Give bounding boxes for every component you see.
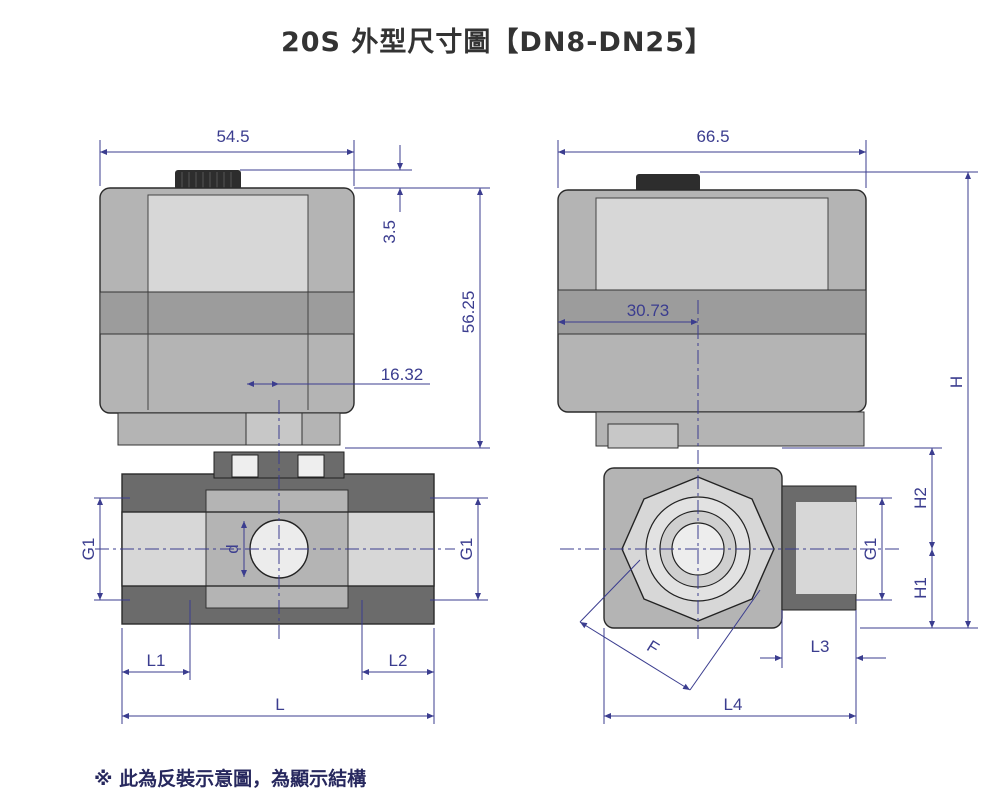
dim-g1-left: G1 <box>79 538 98 561</box>
dim-bore-d: d <box>223 544 242 553</box>
dim-16-32: 16.32 <box>381 365 424 384</box>
dim-56-25: 56.25 <box>459 291 478 334</box>
dim-l2: L2 <box>389 651 408 670</box>
dim-h: H <box>947 376 966 388</box>
dim-f: F <box>643 637 662 659</box>
dim-l: L <box>275 695 284 714</box>
right-valve-body <box>603 467 857 629</box>
dim-l1: L1 <box>147 651 166 670</box>
structure-note: ※ 此為反裝示意圖，為顯示結構 <box>94 768 367 790</box>
left-view: 54.5 3.5 56.25 16.32 G1 G1 d L1 L2 L <box>79 127 490 724</box>
dim-h1: H1 <box>911 577 930 599</box>
dim-66-5: 66.5 <box>696 127 729 146</box>
left-valve-body <box>121 451 435 625</box>
right-actuator <box>557 174 867 449</box>
dim-h2: H2 <box>911 487 930 509</box>
dim-54-5: 54.5 <box>216 127 249 146</box>
dim-g1-right: G1 <box>457 538 476 561</box>
right-view: 66.5 30.73 H H2 H1 G1 F L3 L4 <box>557 127 978 724</box>
dim-g1-right-view: G1 <box>861 538 880 561</box>
dim-l4: L4 <box>724 695 743 714</box>
dim-30-73: 30.73 <box>627 301 670 320</box>
dim-l3: L3 <box>811 637 830 656</box>
dim-3-5: 3.5 <box>380 220 399 244</box>
diagram-title: 20S 外型尺寸圖【DN8-DN25】 <box>280 27 713 58</box>
left-actuator <box>99 170 355 446</box>
